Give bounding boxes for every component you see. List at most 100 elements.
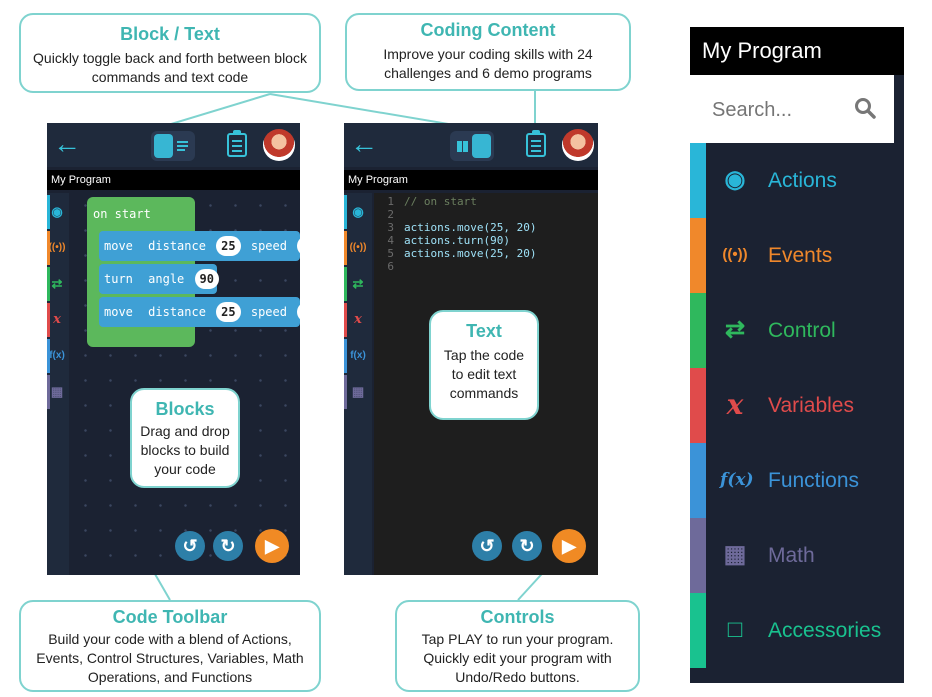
code-toolbar: ◉ ((•)) ⇄ x f(x) ▦ <box>47 193 69 575</box>
palette-item-variables[interactable]: x Variables <box>690 368 904 443</box>
variables-icon: x <box>726 388 744 421</box>
category-stripe <box>690 368 706 443</box>
functions-icon[interactable]: f(x) <box>47 339 67 373</box>
search-box[interactable] <box>690 75 894 143</box>
block-command: turn <box>104 272 133 286</box>
math-icon[interactable]: ▦ <box>344 375 372 409</box>
text-callout: Text Tap the code to edit text commands <box>429 310 539 420</box>
functions-icon: f(x) <box>720 470 754 490</box>
program-title: My Program <box>344 170 598 190</box>
callout-title: Text <box>466 321 502 341</box>
actions-icon[interactable]: ◉ <box>344 195 372 229</box>
distance-value[interactable]: 25 <box>216 236 241 256</box>
category-stripe <box>690 593 706 668</box>
arrow-left-icon[interactable]: ← <box>53 128 81 159</box>
category-stripe <box>690 443 706 518</box>
distance-value[interactable]: 25 <box>216 302 241 322</box>
palette-item-label: Accessories <box>768 619 882 642</box>
redo-button[interactable]: ↻ <box>512 531 542 561</box>
palette-item-functions[interactable]: f(x) Functions <box>690 443 904 518</box>
program-title: My Program <box>47 170 300 190</box>
arrow-left-icon[interactable]: ← <box>350 128 378 159</box>
play-button[interactable]: ▶ <box>255 529 289 563</box>
palette-item-label: Actions <box>768 169 837 192</box>
functions-icon[interactable]: f(x) <box>344 339 372 373</box>
line-number: 1 <box>387 195 394 208</box>
block-param: distance <box>148 305 206 319</box>
block-text-callout: Block / Text Quickly toggle back and for… <box>19 13 321 93</box>
block-command: move <box>104 239 133 253</box>
block-command: move <box>104 305 133 319</box>
palette-title: My Program <box>690 27 904 75</box>
coding-content-callout: Coding Content Improve your coding skill… <box>345 13 631 91</box>
line-number: 3 <box>387 221 394 234</box>
block-param: speed <box>250 305 287 319</box>
line-number: 2 <box>387 208 394 221</box>
actions-icon: ◉ <box>724 166 746 193</box>
code-line[interactable]: actions.move(25, 20) <box>404 247 537 260</box>
angle-value[interactable]: 90 <box>194 269 219 289</box>
block-mode-button[interactable] <box>453 134 472 158</box>
turn-block[interactable]: turn angle 90 <box>99 264 219 294</box>
clipboard-icon[interactable] <box>227 130 247 157</box>
controls-callout: Controls Tap PLAY to run your program. Q… <box>395 600 640 692</box>
avatar[interactable] <box>263 129 295 161</box>
text-mode-button[interactable] <box>472 134 491 158</box>
palette-item-label: Control <box>768 319 836 342</box>
palette-item-accessories[interactable]: □ Accessories <box>690 593 904 668</box>
block-mode-button[interactable] <box>154 134 173 158</box>
category-stripe <box>690 518 706 593</box>
palette-item-actions[interactable]: ◉ Actions <box>690 143 904 218</box>
variables-icon[interactable]: x <box>344 303 372 337</box>
book-icon <box>457 141 468 152</box>
palette-item-label: Math <box>768 544 815 567</box>
move-block[interactable]: move distance 25 speed 20 <box>99 231 300 261</box>
play-button[interactable]: ▶ <box>552 529 586 563</box>
palette-item-control[interactable]: ⇄ Control <box>690 293 904 368</box>
actions-icon[interactable]: ◉ <box>47 195 67 229</box>
callout-body: Tap the code to edit text commands <box>443 347 525 401</box>
text-lines-icon <box>177 141 188 151</box>
code-toolbar: ◉ ((•)) ⇄ x f(x) ▦ <box>344 193 372 575</box>
callout-body: Drag and drop blocks to build your code <box>140 423 230 477</box>
search-icon[interactable] <box>854 97 876 119</box>
avatar[interactable] <box>562 129 594 161</box>
block-param: angle <box>148 272 185 286</box>
variables-icon[interactable]: x <box>47 303 67 337</box>
speed-value[interactable]: 20 <box>297 236 300 256</box>
callout-body: Improve your coding skills with 24 chall… <box>383 46 593 81</box>
block-text-toggle[interactable] <box>450 131 494 161</box>
search-input[interactable] <box>712 95 852 125</box>
category-stripe <box>690 218 706 293</box>
undo-button[interactable]: ↺ <box>472 531 502 561</box>
events-icon[interactable]: ((•)) <box>47 231 67 265</box>
speed-value[interactable]: 20 <box>297 302 300 322</box>
control-icon[interactable]: ⇄ <box>47 267 67 301</box>
math-icon[interactable]: ▦ <box>47 375 67 409</box>
code-line[interactable]: actions.turn(90) <box>404 234 510 247</box>
block-text-toggle[interactable] <box>151 131 195 161</box>
palette-item-label: Functions <box>768 469 860 492</box>
callout-body: Build your code with a blend of Actions,… <box>36 631 304 685</box>
palette-item-label: Events <box>768 244 833 267</box>
on-start-label: on start <box>93 207 151 221</box>
phone-header: ← <box>344 123 598 167</box>
undo-button[interactable]: ↺ <box>175 531 205 561</box>
palette-item-label: Variables <box>768 394 854 417</box>
clipboard-icon[interactable] <box>526 130 546 157</box>
control-icon[interactable]: ⇄ <box>344 267 372 301</box>
callout-title: Blocks <box>155 399 215 419</box>
move-block[interactable]: move distance 25 speed 20 <box>99 297 300 327</box>
line-number: 4 <box>387 234 394 247</box>
events-icon[interactable]: ((•)) <box>344 231 372 265</box>
callout-title: Controls <box>480 607 555 627</box>
redo-button[interactable]: ↻ <box>213 531 243 561</box>
code-line[interactable]: // on start <box>404 195 477 208</box>
palette-item-events[interactable]: ((•)) Events <box>690 218 904 293</box>
palette-item-math[interactable]: ▦ Math <box>690 518 904 593</box>
line-number: 6 <box>387 260 394 273</box>
code-line[interactable]: actions.move(25, 20) <box>404 221 537 234</box>
text-mode-button[interactable] <box>173 134 192 158</box>
category-stripe <box>690 293 706 368</box>
control-icon: ⇄ <box>724 316 746 343</box>
